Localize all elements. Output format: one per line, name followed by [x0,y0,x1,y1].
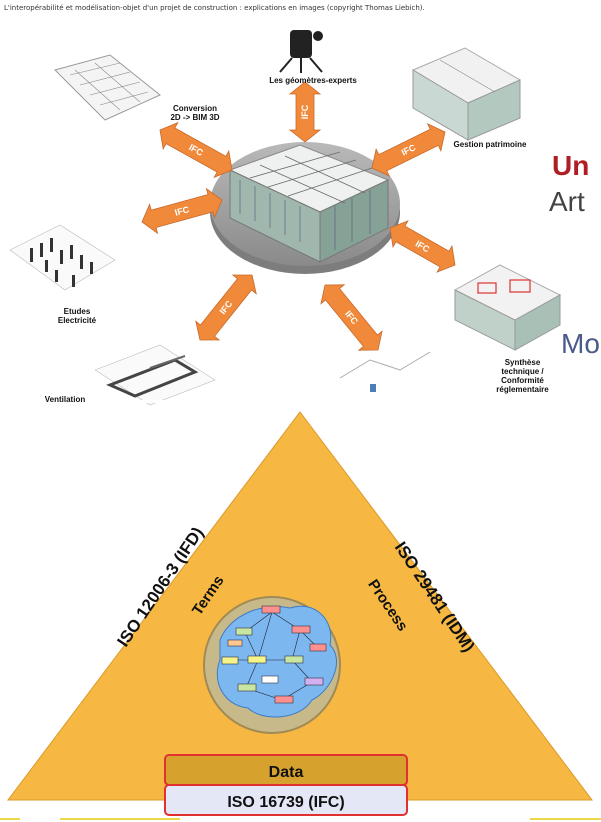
footer-rule [0,816,601,822]
triangle-bottom-label: ISO 16739 (IFC) [227,794,344,811]
conversion-drawing [54,54,161,121]
figure-caption: L'interopérabilité et modélisation-objet… [4,4,425,12]
arrow-gestion: IFC [371,123,446,177]
plumbing-drawing [339,351,431,392]
label-etudes-electricite: Etudes Electricité [57,307,97,325]
side-text-line: Art [549,186,585,217]
arrow-ifc-label: IFC [174,204,191,218]
iso-triangle [6,411,594,816]
label-synthese: Synthèse technique / Conformité réglemen… [496,358,549,394]
label-conversion: Conversion 2D -> BIM 3D [170,104,220,122]
arrow-etudes: IFC [141,187,223,235]
arrow-ifc-label: IFC [300,104,310,119]
arrow-conversion: IFC [159,121,233,179]
surveyor-node [279,30,323,73]
label-gestion-patrimoine: Gestion patrimoine [453,140,527,149]
gestion-building [411,47,522,141]
synthese-building [453,264,562,351]
side-text-line-lower: Mo [561,328,600,359]
central-bim-model [210,142,400,274]
electricite-drawing [9,224,116,291]
triangle-data-label: Data [269,764,304,781]
ventilation-drawing [94,344,216,406]
arrow-synthese: IFC [389,220,456,273]
arrow-plumbing: IFC [320,284,383,351]
side-text-heading: Un [552,150,590,181]
label-ventilation: Ventilation [44,395,86,403]
arrow-geometres: IFC [288,81,322,143]
arrow-ventilation: IFC [195,274,257,341]
label-geometres-experts: Les géomètres-experts [269,76,357,85]
